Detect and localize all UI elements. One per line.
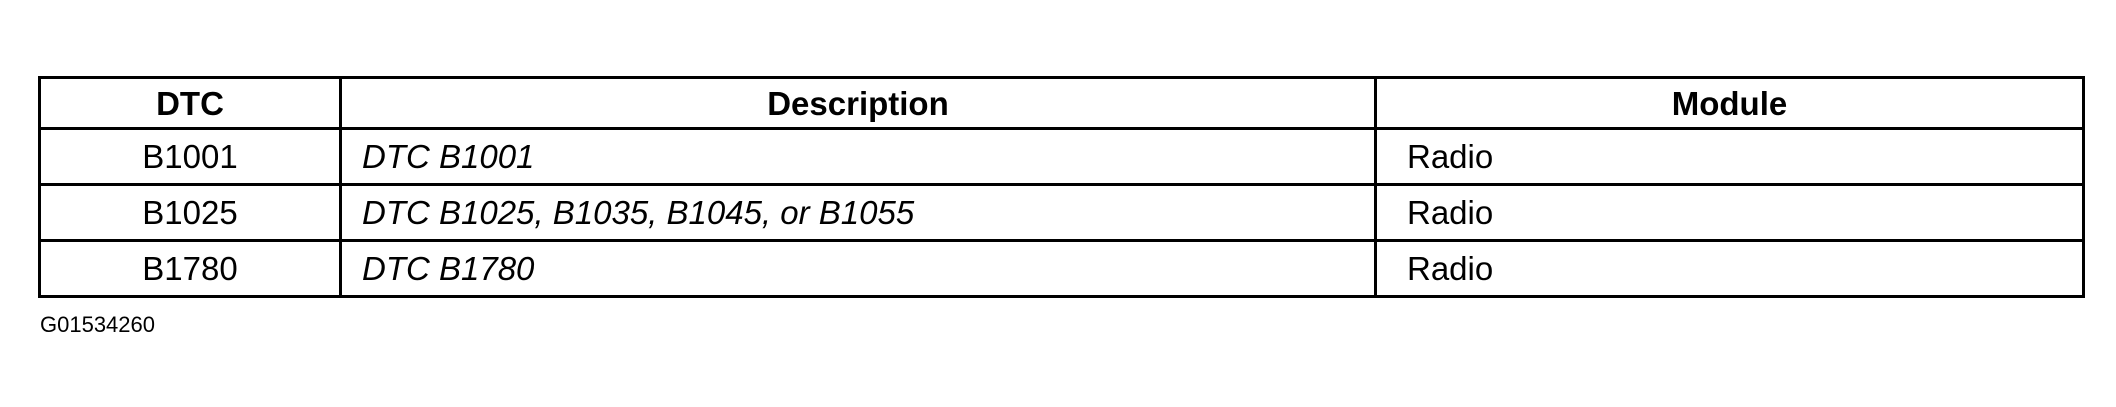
description-link[interactable]: DTC B1025, B1035, B1045, or B1055 xyxy=(339,183,1377,242)
header-module: Module xyxy=(1374,76,2085,130)
header-description: Description xyxy=(339,76,1377,130)
dtc-code-cell: B1001 xyxy=(38,127,342,186)
dtc-table: DTC Description Module B1001 DTC B1001 R… xyxy=(38,76,2085,298)
figure-id: G01534260 xyxy=(40,312,155,337)
table-header-row: DTC Description Module xyxy=(38,76,2085,130)
table-row: B1780 DTC B1780 Radio xyxy=(38,239,2085,298)
description-link[interactable]: DTC B1001 xyxy=(339,127,1377,186)
table-row: B1025 DTC B1025, B1035, B1045, or B1055 … xyxy=(38,183,2085,242)
module-cell: Radio xyxy=(1374,127,2085,186)
dtc-code-cell: B1780 xyxy=(38,239,342,298)
table-row: B1001 DTC B1001 Radio xyxy=(38,127,2085,186)
header-dtc: DTC xyxy=(38,76,342,130)
module-cell: Radio xyxy=(1374,183,2085,242)
module-cell: Radio xyxy=(1374,239,2085,298)
description-link[interactable]: DTC B1780 xyxy=(339,239,1377,298)
dtc-code-cell: B1025 xyxy=(38,183,342,242)
